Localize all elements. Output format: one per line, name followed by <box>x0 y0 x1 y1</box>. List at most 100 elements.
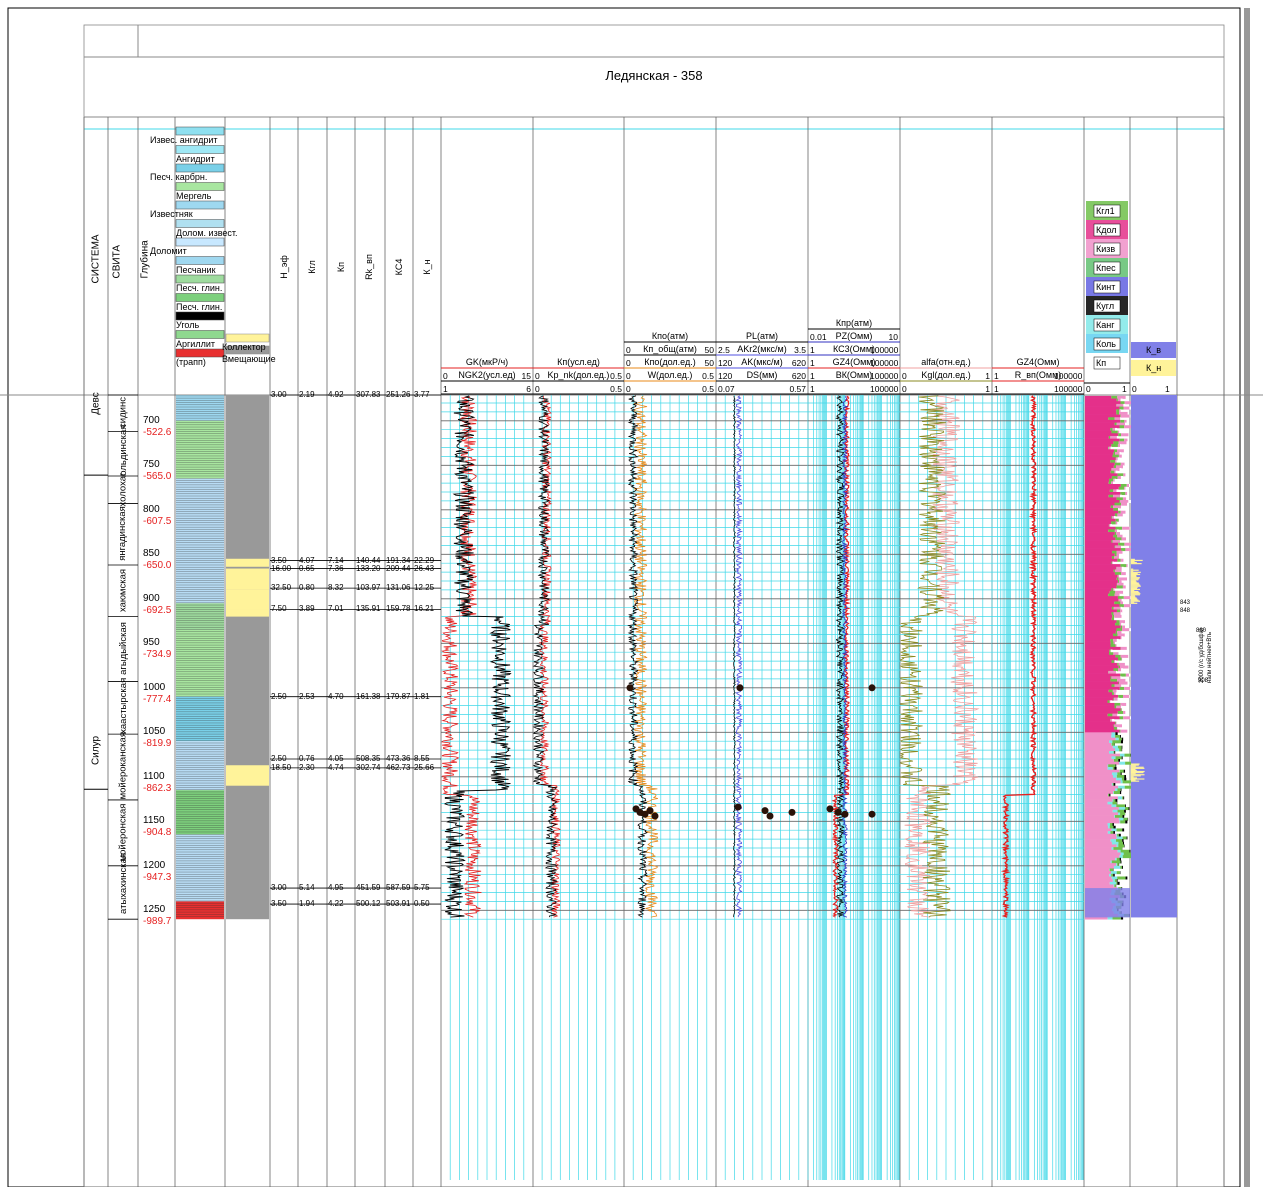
composition-bar <box>1113 451 1116 455</box>
composition-bar <box>1085 841 1112 845</box>
composition-bar <box>1111 588 1114 592</box>
composition-bar <box>1085 665 1119 669</box>
composition-bar <box>1116 871 1121 875</box>
composition-bar <box>1115 732 1118 736</box>
composition-bar <box>1111 684 1115 688</box>
reservoir-label: Коллектор <box>222 342 266 352</box>
lithology-swatch <box>175 256 225 265</box>
composition-bar <box>1113 751 1115 754</box>
curve-name: Кпо(атм) <box>651 331 689 341</box>
water-saturation-fill <box>1131 395 1177 918</box>
composition-bar <box>1115 451 1120 455</box>
parameter-header: Кгл <box>307 260 317 274</box>
composition-bar <box>1085 596 1118 600</box>
composition-label-box <box>1093 204 1121 218</box>
composition-bar <box>1128 433 1130 437</box>
composition-bar <box>1120 398 1123 402</box>
suite-label: мойероканская <box>117 732 129 800</box>
core-sample-dot <box>761 807 769 815</box>
depth-mark: 1000-777.4 <box>143 682 171 706</box>
composition-bar <box>1085 540 1112 544</box>
composition-bar <box>1107 801 1113 805</box>
composition-bar <box>1085 625 1121 629</box>
composition-bar <box>1116 620 1120 624</box>
curve-name: alfa(отн.ед.) <box>921 357 971 367</box>
composition-bar <box>1119 729 1121 733</box>
gz4-curve <box>831 395 851 918</box>
composition-bar <box>1115 622 1120 626</box>
composition-bar <box>1119 769 1124 773</box>
core-sample-dot <box>868 810 876 818</box>
composition-bar <box>1107 823 1111 827</box>
composition-bar <box>1085 849 1118 853</box>
depth-md: 1200 <box>143 859 166 871</box>
composition-bar <box>1117 881 1120 885</box>
composition-bar <box>1111 756 1116 760</box>
system-column-header: СИСТЕМА <box>90 234 102 284</box>
oil-saturation-bar <box>1131 570 1134 572</box>
composition-bar <box>1111 876 1118 880</box>
oil-saturation-bar <box>1131 766 1144 768</box>
composition-bar <box>1121 865 1123 869</box>
composition-bar <box>1120 558 1124 562</box>
composition-label: Кдол <box>1096 225 1117 235</box>
curve-scale-max: 100000 <box>1054 384 1083 394</box>
composition-bar <box>1109 524 1111 528</box>
composition-bar <box>1085 815 1115 819</box>
composition-bar <box>1117 475 1121 479</box>
composition-bar <box>1115 590 1124 594</box>
composition-bar <box>1085 756 1112 760</box>
composition-bar <box>1113 652 1119 656</box>
composition-bar <box>1085 598 1119 602</box>
depth-mark: 1100-862.3 <box>143 771 171 795</box>
saturation-swatch <box>1131 360 1176 376</box>
composition-bar <box>1085 799 1113 803</box>
composition-bar <box>1122 780 1132 784</box>
depth-mark: 1200-947.3 <box>143 860 171 884</box>
composition-bar <box>1114 556 1120 560</box>
composition-bar <box>1111 783 1113 787</box>
composition-bar <box>1111 430 1118 434</box>
parameter-header: КС4 <box>394 258 404 276</box>
composition-bar <box>1120 916 1124 920</box>
curve-name: ВК(Омм) <box>835 370 873 380</box>
composition-bar <box>1120 462 1125 466</box>
composition-bar <box>1125 673 1130 677</box>
composition-bar <box>1122 815 1125 819</box>
composition-bar <box>1115 788 1118 792</box>
composition-bar <box>1121 433 1129 437</box>
composition-bar <box>1085 636 1121 640</box>
composition-bar <box>1085 764 1108 768</box>
composition-bar <box>1085 406 1120 410</box>
composition-bar <box>1122 855 1132 859</box>
composition-bar <box>1114 502 1122 506</box>
composition-bar <box>1119 467 1122 471</box>
composition-bar <box>1120 409 1122 413</box>
composition-label: Кинт <box>1096 282 1116 292</box>
composition-bar <box>1112 427 1116 431</box>
composition-label-box <box>1093 356 1121 370</box>
lithology-swatch <box>175 219 225 228</box>
composition-bar <box>1117 574 1120 578</box>
composition-bar <box>1085 873 1110 877</box>
oil-saturation-bar <box>1131 587 1138 589</box>
reservoir-interval <box>226 609 269 617</box>
composition-bar <box>1125 585 1128 589</box>
composition-bar <box>1114 470 1116 474</box>
composition-bar <box>1116 566 1122 570</box>
composition-label-box <box>1093 299 1121 313</box>
composition-bar <box>1116 398 1118 402</box>
parameter-value: 2.19 <box>299 390 315 399</box>
oil-saturation-bar <box>1131 579 1139 581</box>
lithology-label: Ангидрит <box>176 153 215 164</box>
composition-bar <box>1085 668 1114 672</box>
composition-bar <box>1112 550 1117 554</box>
composition-bar <box>1112 718 1115 722</box>
depth-tvd: -650.0 <box>143 560 172 572</box>
composition-bar <box>1123 796 1125 800</box>
curve-scale-min: 0 <box>902 384 907 394</box>
composition-bar <box>1117 558 1121 562</box>
composition-bar <box>1114 879 1117 883</box>
composition-bar <box>1085 751 1109 754</box>
